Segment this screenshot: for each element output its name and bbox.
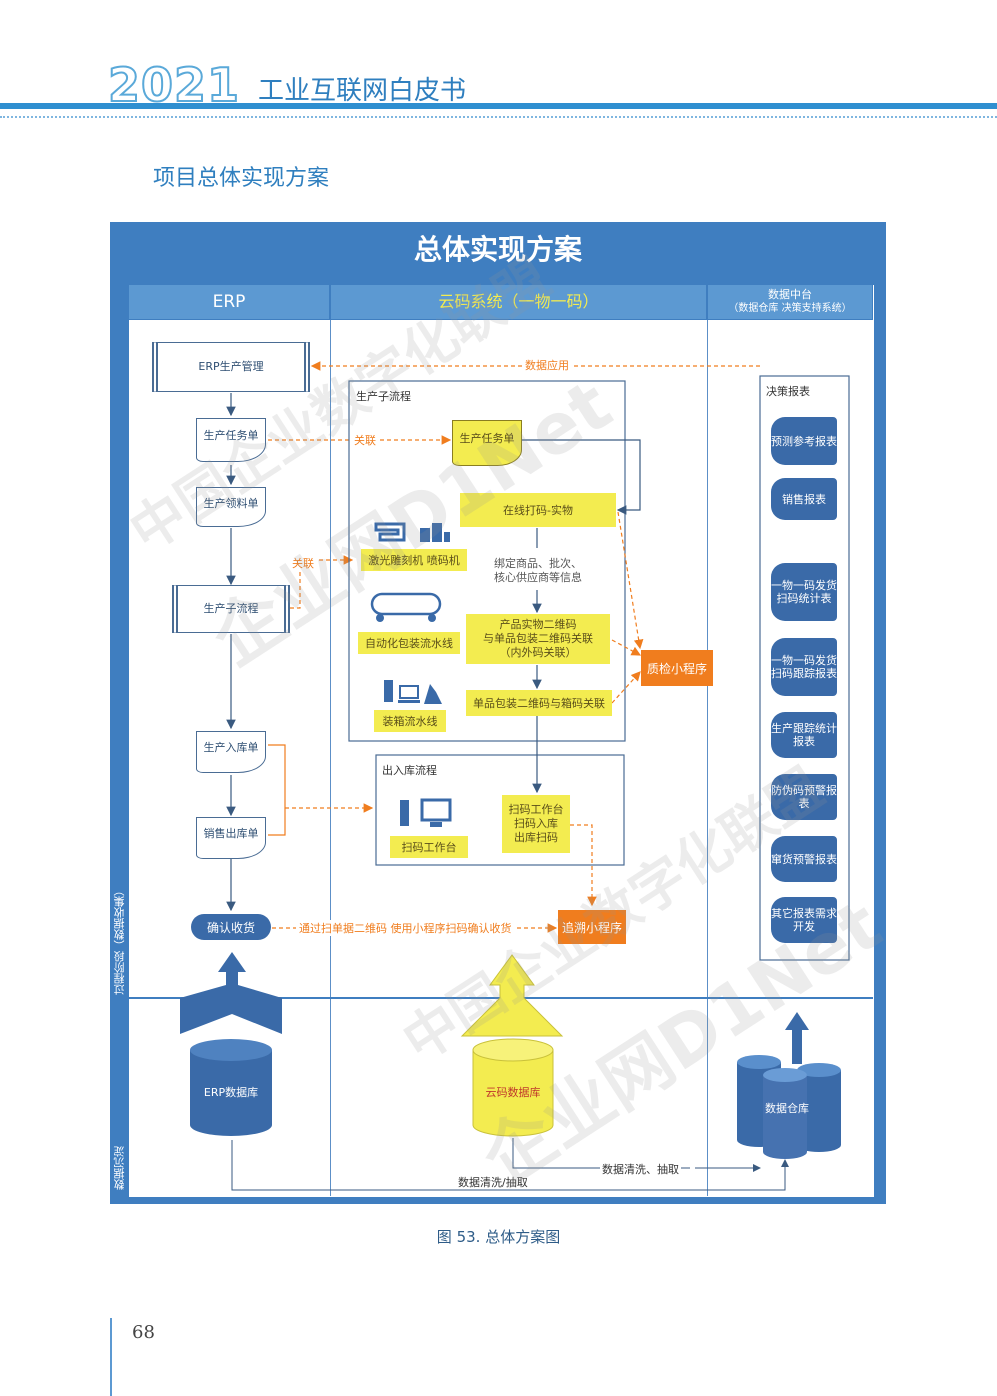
erp-sub-process: 生产子流程 <box>172 585 290 633</box>
report-item-7: 窜货预警报表 <box>771 836 837 882</box>
column-header-erp: ERP <box>128 284 330 320</box>
erp-task-sheet: 生产任务单 <box>196 418 266 462</box>
cloud-scan-station2-3: 出库扫码 <box>514 831 558 844</box>
cloud-auto-pack: 自动化包装流水线 <box>358 632 460 654</box>
erp-confirm-receipt: 确认收货 <box>191 914 271 940</box>
conveyor-belt-icon <box>370 592 442 622</box>
box-to-qc-line <box>611 671 641 704</box>
boxing-machine-icon <box>384 680 442 704</box>
laser-engraver-icon <box>374 522 450 542</box>
section-title: 项目总体实现方案 <box>153 166 330 191</box>
header-title: 工业互联网白皮书 <box>258 76 467 106</box>
boxing-icons <box>382 678 444 706</box>
data-use-label: 数据应用 <box>522 357 572 373</box>
report-item-6: 防伪码预警报表 <box>771 774 837 820</box>
header-rule <box>0 103 997 109</box>
column-header-data: 数据中台 （数据仓库 决策支持系统） <box>707 284 873 320</box>
erp-in-stock-sheet: 生产入库单 <box>196 731 266 773</box>
cloud-db-label: 云码数据库 <box>485 1086 541 1099</box>
erp-prod-mgmt: ERP生产管理 <box>152 342 310 392</box>
cloud-online-print: 在线打码-实物 <box>460 493 616 527</box>
report-item-8: 其它报表需求开发 <box>771 897 837 943</box>
warehouse-up-arrow <box>785 1012 809 1064</box>
subprocess-container <box>348 380 626 742</box>
stock-bracket <box>268 744 286 836</box>
erp-clean-line <box>231 1140 789 1191</box>
cloud-scan-station: 扫码工作台 <box>390 836 468 858</box>
report-item-5: 生产跟踪统计报表 <box>771 712 837 758</box>
cloud-up-arrow <box>460 954 564 1037</box>
warehouse-label: 数据仓库 <box>765 1102 809 1115</box>
cloud-trace-app: 追溯小程序 <box>558 910 626 944</box>
erp-db-cylinder <box>190 1039 272 1136</box>
column-divider-2 <box>707 320 708 1196</box>
cloud-inout-label: 出入库流程 <box>382 764 437 777</box>
laser-icons <box>374 520 452 544</box>
qr-to-qc-line <box>611 639 642 656</box>
cloud-qr-link-2: 与单品包装二维码关联 <box>483 632 593 645</box>
column-header-data-line1: 数据中台 <box>768 288 812 301</box>
cloud-bind-text-2: 核心供应商等信息 <box>494 571 582 584</box>
page-number-rule <box>110 1318 112 1396</box>
reports-label: 决策报表 <box>766 385 810 398</box>
warehouse-cylinders <box>737 1055 841 1159</box>
report-item-1: 预测参考报表 <box>771 417 837 465</box>
diagram-title: 总体实现方案 <box>413 233 582 266</box>
report-item-2: 销售报表 <box>771 478 837 520</box>
print-to-qc-line <box>617 511 644 650</box>
column-divider-1 <box>330 320 331 1196</box>
erp-material-sheet: 生产领料单 <box>196 487 266 527</box>
cloud-qr-link-3: （内外码关联） <box>499 646 577 659</box>
erp-up-arrow <box>180 952 282 1034</box>
cloud-subprocess-label: 生产子流程 <box>356 390 411 403</box>
report-item-4: 一物一码发货扫码跟踪报表 <box>771 638 837 696</box>
cloud-boxing: 装箱流水线 <box>374 710 446 732</box>
cloud-db-cylinder <box>472 1038 554 1137</box>
column-header-cloud: 云码系统（一物一码） <box>330 284 707 320</box>
link-subprocess-line <box>290 555 354 609</box>
scanner-computer-icon <box>400 798 452 827</box>
cloud-scan-station2-1: 扫码工作台 <box>508 803 564 816</box>
header-dotted-rule <box>0 116 997 118</box>
cloud-single-box-link: 单品包装二维码与箱码关联 <box>466 690 612 716</box>
scan-to-trace-line <box>570 824 597 907</box>
erp-out-stock-sheet: 销售出库单 <box>196 817 266 859</box>
inout-container <box>375 754 625 866</box>
reports-container <box>759 375 850 961</box>
cloud-scan-station2-2: 扫码入库 <box>514 817 558 830</box>
page-number: 68 <box>132 1322 155 1343</box>
erp-db-label: ERP数据库 <box>203 1086 259 1099</box>
link-label-2: 关联 <box>290 555 316 571</box>
clean-extract-label-2: 数据清洗、抽取 <box>600 1161 681 1177</box>
clean-extract-label: 数据清洗/抽取 <box>458 1176 528 1189</box>
cloud-scan-station-2: 扫码工作台 扫码入库 出库扫码 <box>502 795 570 853</box>
conveyor-icon <box>370 592 442 622</box>
task-to-print-line <box>522 439 641 515</box>
cloud-bind-text-1: 绑定商品、批次、 <box>494 557 582 570</box>
report-item-3: 一物一码发货扫码统计表 <box>771 563 837 621</box>
cloud-task-sheet: 生产任务单 <box>452 420 522 466</box>
cloud-qc-app: 质检小程序 <box>641 650 713 686</box>
column-header-data-line2: （数据仓库 决策支持系统） <box>728 303 852 314</box>
cloud-laser: 激光雕刻机 喷码机 <box>361 549 467 571</box>
cloud-bind-text: 绑定商品、批次、 核心供应商等信息 <box>470 557 606 585</box>
scan-confirm-label: 通过扫单据二维码 使用小程序扫码确认收货 <box>296 920 515 936</box>
cloud-qr-link-1: 产品实物二维码 <box>499 618 577 631</box>
link-label-1: 关联 <box>352 432 378 448</box>
scan-station-icons <box>396 796 456 830</box>
cloud-qr-link: 产品实物二维码 与单品包装二维码关联 （内外码关联） <box>466 614 610 664</box>
figure-caption: 图 53. 总体方案图 <box>436 1228 561 1246</box>
